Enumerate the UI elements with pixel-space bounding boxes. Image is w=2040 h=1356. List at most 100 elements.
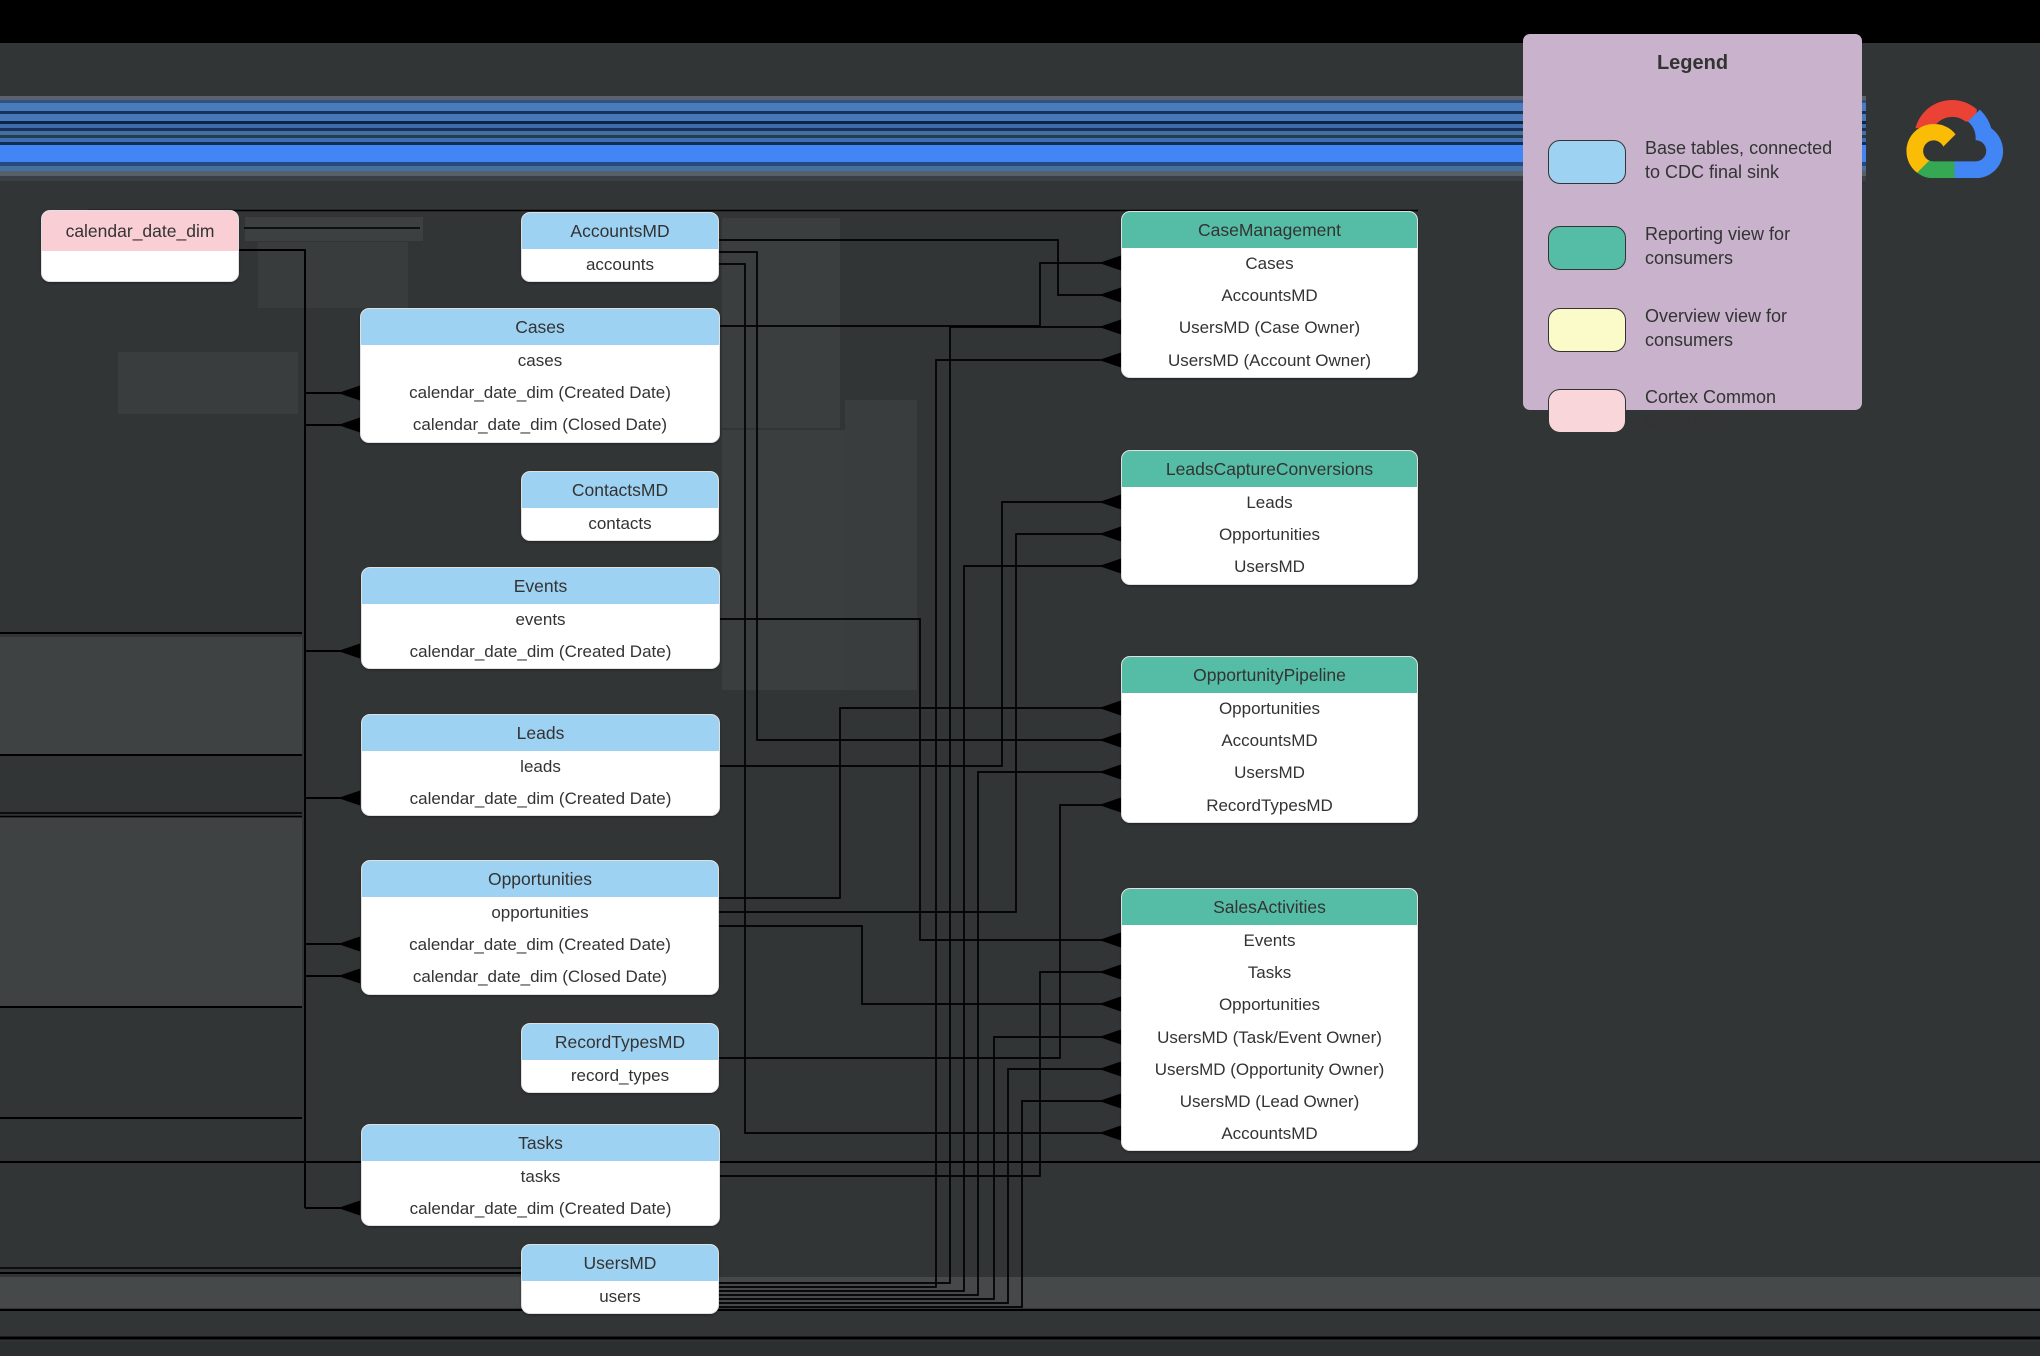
table-row: calendar_date_dim (Created Date) <box>362 783 719 816</box>
table-salesactivities[interactable]: SalesActivities Events Tasks Opportuniti… <box>1121 888 1418 1152</box>
connector-edge <box>719 263 1121 1134</box>
table-row: Opportunities <box>1122 693 1417 726</box>
table-title: SalesActivities <box>1122 889 1417 925</box>
arrowhead-view <box>1099 558 1121 574</box>
arrowhead-view <box>1099 932 1121 948</box>
table-leadscaptureconversions[interactable]: LeadsCaptureConversions Leads Opportunit… <box>1121 450 1418 585</box>
arrowhead-view <box>1099 1125 1121 1141</box>
table-row: Leads <box>1122 487 1417 520</box>
arrowhead-view <box>1099 352 1121 368</box>
table-row: calendar_date_dim (Closed Date) <box>361 409 719 442</box>
arrowhead-view <box>1099 1061 1121 1077</box>
table-row: UsersMD (Account Owner) <box>1122 344 1417 377</box>
table-title: AccountsMD <box>522 213 718 249</box>
table-casemanagement[interactable]: CaseManagement Cases AccountsMD UsersMD … <box>1121 211 1418 378</box>
table-title: OpportunityPipeline <box>1122 657 1417 693</box>
legend-label: Overview view for consumers <box>1645 306 1788 350</box>
arrowhead-view <box>1099 1029 1121 1045</box>
artifact-band <box>258 242 408 308</box>
arrowhead-calendar <box>338 968 360 984</box>
table-title: LeadsCaptureConversions <box>1122 451 1417 487</box>
table-row: accounts <box>522 249 718 282</box>
legend-label: Base tables, connected to CDC final sink <box>1645 138 1833 182</box>
connector-calendar-trunk <box>239 249 306 1208</box>
table-usersmd[interactable]: UsersMD users <box>521 1244 719 1315</box>
connector-edge <box>719 804 1121 1059</box>
legend-label: Cortex Common Dimension <box>1645 387 1777 431</box>
table-row: AccountsMD <box>1122 280 1417 313</box>
table-row: events <box>362 604 719 637</box>
table-title: Leads <box>362 715 719 751</box>
table-row: record_types <box>522 1060 718 1093</box>
table-title: CaseManagement <box>1122 212 1417 248</box>
arrowhead-calendar <box>338 936 360 952</box>
arrowhead-calendar <box>338 790 360 806</box>
arrowhead-view <box>1099 526 1121 542</box>
table-title: calendar_date_dim <box>42 211 238 251</box>
arrowhead-view <box>1099 700 1121 716</box>
table-row: RecordTypesMD <box>1122 789 1417 822</box>
connector-edge <box>719 1100 1121 1308</box>
arrowhead-view <box>1099 797 1121 813</box>
legend-swatch-cortex-common <box>1548 389 1626 433</box>
connector-edge <box>719 1036 1121 1300</box>
table-row: Events <box>1122 925 1417 958</box>
table-title: Tasks <box>362 1125 719 1161</box>
table-title: Events <box>362 568 719 604</box>
arrowhead-view <box>1099 319 1121 335</box>
table-row: cases <box>361 345 719 378</box>
arrowhead-calendar <box>338 385 360 401</box>
table-leads[interactable]: Leads leads calendar_date_dim (Created D… <box>361 714 720 817</box>
artifact-band <box>118 352 298 414</box>
connector-edge <box>719 251 1121 741</box>
connector-edge <box>719 565 1121 1292</box>
artifact-band <box>0 818 302 1006</box>
table-row <box>42 251 238 281</box>
table-tasks[interactable]: Tasks tasks calendar_date_dim (Created D… <box>361 1124 720 1227</box>
table-recordtypesmd[interactable]: RecordTypesMD record_types <box>521 1023 719 1094</box>
connector-edge <box>719 707 1121 899</box>
table-row: contacts <box>522 508 718 541</box>
google-cloud-logo-icon <box>1906 100 2003 178</box>
connector-edge <box>720 618 1121 941</box>
arrowhead-calendar <box>338 1200 360 1216</box>
artifact-band <box>722 430 848 690</box>
table-row: AccountsMD <box>1122 725 1417 758</box>
connector-edge <box>720 262 1121 327</box>
table-opportunitypipeline[interactable]: OpportunityPipeline Opportunities Accoun… <box>1121 656 1418 823</box>
arrowhead-view <box>1099 764 1121 780</box>
table-row: UsersMD (Case Owner) <box>1122 312 1417 345</box>
legend-swatch-base-tables <box>1548 140 1626 184</box>
table-row: leads <box>362 751 719 784</box>
table-accountsmd[interactable]: AccountsMD accounts <box>521 212 719 283</box>
table-row: tasks <box>362 1161 719 1194</box>
connector-edge <box>720 501 1121 767</box>
table-calendar-date-dim[interactable]: calendar_date_dim <box>41 210 239 282</box>
arrowhead-view <box>1099 287 1121 303</box>
legend-label: Reporting view for consumers <box>1645 224 1791 268</box>
table-row: Tasks <box>1122 957 1417 990</box>
table-row: calendar_date_dim (Created Date) <box>362 636 719 669</box>
arrowhead-view <box>1099 1093 1121 1109</box>
table-row: calendar_date_dim (Created Date) <box>362 929 718 962</box>
table-row: calendar_date_dim (Created Date) <box>361 377 719 410</box>
table-events[interactable]: Events events calendar_date_dim (Created… <box>361 567 720 670</box>
artifact-band <box>722 218 840 428</box>
table-row: opportunities <box>362 897 718 930</box>
table-row: calendar_date_dim (Closed Date) <box>362 961 718 994</box>
legend-panel: Legend Base tables, connected to CDC fin… <box>1523 34 1862 433</box>
table-opportunities[interactable]: Opportunities opportunities calendar_dat… <box>361 860 719 995</box>
table-row: Cases <box>1122 248 1417 281</box>
table-row: Opportunities <box>1122 519 1417 552</box>
table-row: calendar_date_dim (Created Date) <box>362 1193 719 1226</box>
arrowhead-view <box>1099 964 1121 980</box>
table-row: UsersMD (Opportunity Owner) <box>1122 1053 1417 1086</box>
table-contactsmd[interactable]: ContactsMD contacts <box>521 471 719 542</box>
table-cases[interactable]: Cases cases calendar_date_dim (Created D… <box>360 308 720 443</box>
arrowhead-view <box>1099 494 1121 510</box>
table-row: AccountsMD <box>1122 1118 1417 1151</box>
table-row: UsersMD (Task/Event Owner) <box>1122 1021 1417 1054</box>
table-row: UsersMD <box>1122 551 1417 584</box>
table-title: Cases <box>361 309 719 345</box>
